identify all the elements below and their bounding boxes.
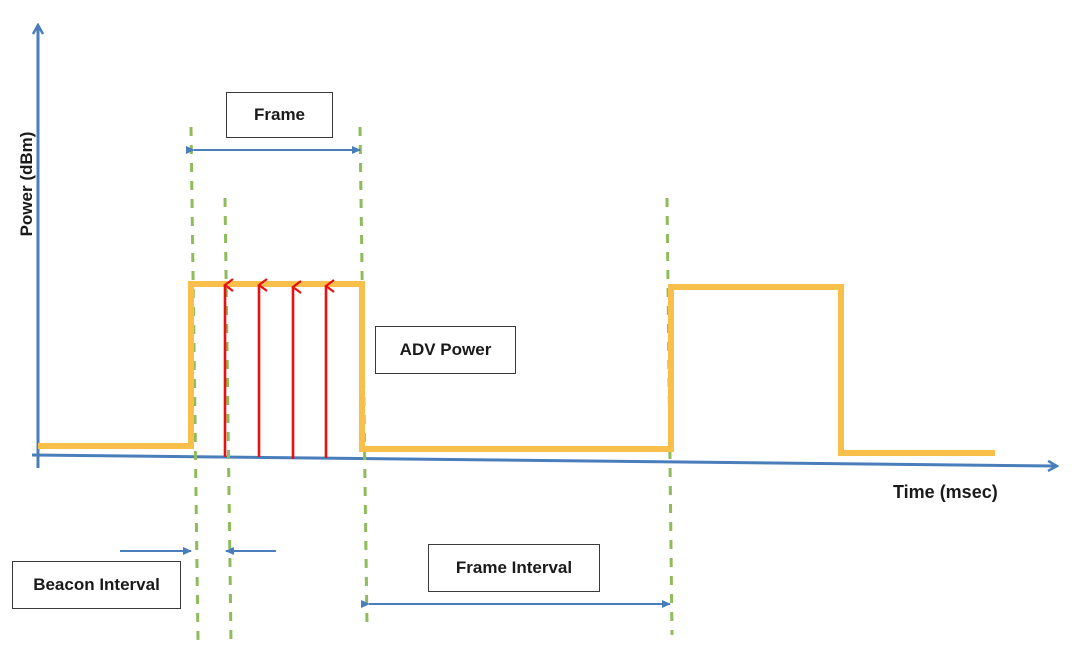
x-axis-label: Time (msec) xyxy=(893,482,998,502)
y-axis-label: Power (dBm) xyxy=(17,131,36,237)
beacon-interval-label-box: Beacon Interval xyxy=(12,561,181,609)
frame-interval-label-box: Frame Interval xyxy=(428,544,600,592)
guide-line-beacon-end xyxy=(223,197,233,641)
beacon-arrows xyxy=(223,278,335,459)
frame-label-box: Frame xyxy=(226,92,333,138)
guide-line-frame-start xyxy=(189,126,200,641)
power-signal-line xyxy=(38,281,995,456)
x-axis xyxy=(31,453,1056,466)
guide-line-frame-end xyxy=(358,126,369,626)
adv-power-label-box: ADV Power xyxy=(375,326,516,374)
